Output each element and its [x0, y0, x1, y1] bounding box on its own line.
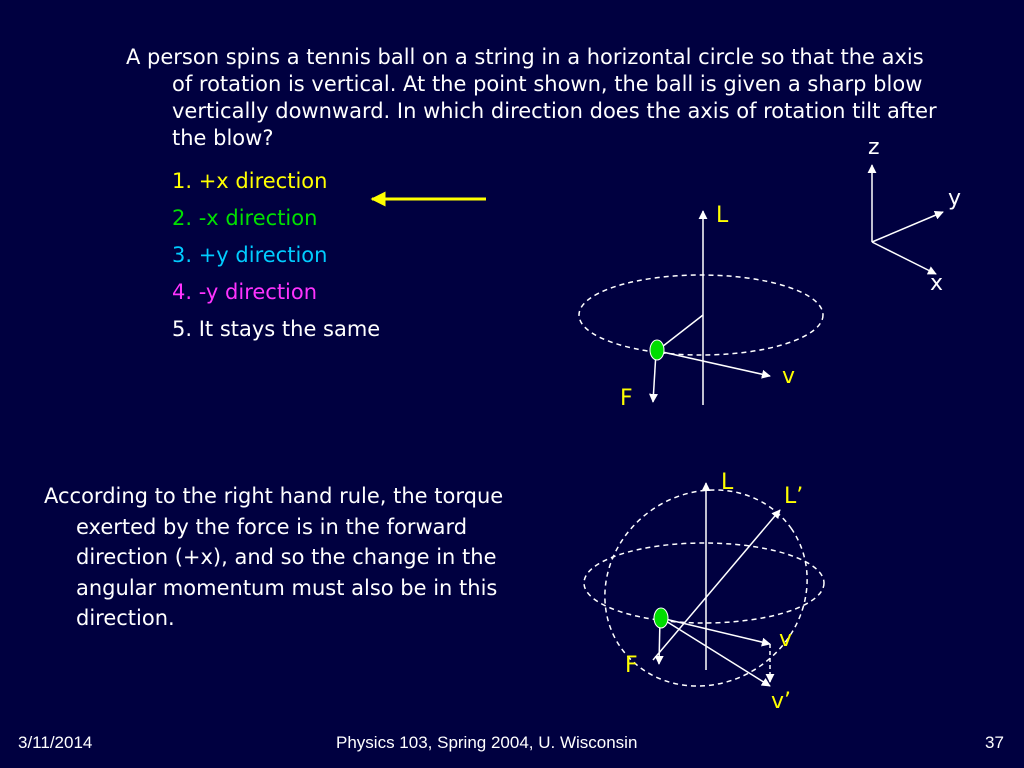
x-axis-label: x	[930, 271, 943, 296]
label-v: v	[779, 627, 792, 652]
label-F: F	[625, 653, 638, 678]
velocity-arrow	[660, 617, 771, 647]
velocity-prime-arrow	[660, 617, 771, 687]
coordinate-axes	[867, 164, 944, 275]
z-axis-label: z	[868, 135, 880, 160]
label-L-prime: L’	[784, 484, 803, 509]
footer-course: Physics 103, Spring 2004, U. Wisconsin	[336, 733, 638, 752]
answer-choices: 1. +x direction 2. -x direction 3. +y di…	[172, 163, 380, 348]
choice-2: 2. -x direction	[172, 206, 318, 230]
velocity-arrow	[657, 350, 771, 379]
choice-4: 4. -y direction	[172, 280, 318, 304]
choice-1: 1. +x direction	[172, 169, 328, 193]
original-orbit	[583, 542, 825, 624]
force-arrow	[648, 351, 658, 403]
footer-page: 37	[985, 733, 1004, 752]
bottom-diagram	[583, 482, 825, 687]
label-v: v	[782, 364, 795, 389]
explanation-text: According to the right hand rule, the to…	[44, 484, 504, 630]
question-text: A person spins a tennis ball on a string…	[126, 45, 937, 150]
choice-3: 3. +y direction	[172, 243, 328, 267]
tennis-ball	[653, 607, 669, 629]
choice-5: 5. It stays the same	[172, 317, 381, 341]
label-L: L	[721, 470, 734, 495]
rotation-axis-L-prime	[652, 509, 781, 661]
orbit-circle	[578, 274, 824, 356]
y-axis-label: y	[948, 186, 961, 211]
x-axis	[871, 241, 937, 275]
footer-date: 3/11/2014	[18, 733, 93, 752]
top-diagram	[578, 210, 824, 405]
y-axis	[871, 211, 944, 243]
label-F: F	[620, 386, 633, 411]
tennis-ball	[649, 339, 665, 361]
string	[657, 314, 704, 351]
label-L: L	[716, 203, 729, 228]
label-v-prime: v’	[771, 689, 791, 714]
tilted-orbit	[604, 489, 808, 687]
